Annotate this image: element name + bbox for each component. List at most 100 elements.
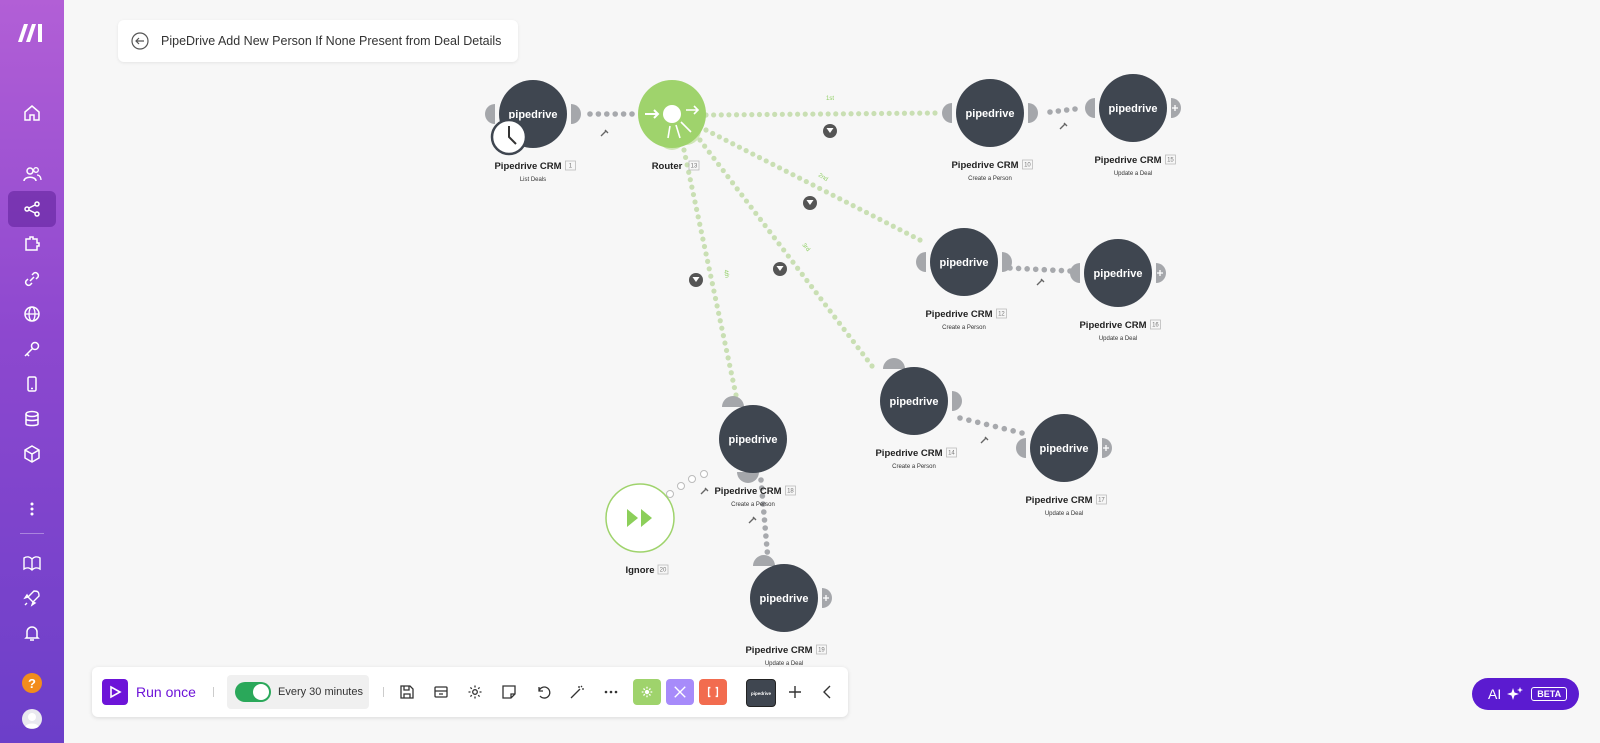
connection-dot [731, 384, 738, 391]
connection-dot [830, 192, 836, 198]
avatar[interactable] [22, 709, 42, 729]
blueprint-button[interactable] [431, 682, 451, 702]
wrench-icon[interactable] [748, 516, 757, 524]
connection-dot [771, 235, 777, 241]
sidebar-item-webhooks[interactable] [8, 296, 56, 332]
home-icon [24, 105, 40, 121]
connection-dot [823, 189, 829, 195]
connection-dot [750, 151, 756, 157]
add-module-button[interactable] [785, 682, 805, 702]
connection-dot [932, 110, 938, 116]
collapse-toolbar-button[interactable] [818, 682, 838, 702]
sidebar-item-team[interactable] [8, 156, 56, 192]
auto-align-button[interactable] [567, 682, 587, 702]
connection-dot [695, 214, 701, 220]
more-options-button[interactable] [601, 682, 621, 702]
schedule-setting[interactable]: Every 30 minutes [227, 675, 369, 709]
connection-dot [904, 230, 910, 236]
sidebar-item-scenarios[interactable] [8, 191, 56, 227]
filter-icon[interactable] [773, 262, 787, 276]
run-once-button[interactable]: Run once [102, 679, 196, 705]
connection-dot [701, 243, 708, 250]
wrench-icon[interactable] [980, 436, 989, 444]
connection-dot [743, 198, 750, 204]
connection-dot [863, 209, 870, 216]
sidebar-item-data-stores[interactable] [8, 401, 56, 437]
sidebar-item-rocket[interactable] [8, 580, 56, 616]
connection-dot [917, 110, 923, 116]
save-icon [400, 685, 414, 699]
connection-dot [817, 111, 824, 117]
connection-dot [783, 168, 789, 174]
pipedrive-icon [930, 228, 998, 296]
module-action: Update a Deal [1045, 511, 1083, 517]
tools-button[interactable] [633, 679, 661, 705]
text-parser-icon [707, 686, 719, 698]
tools-icon [641, 686, 653, 698]
connection-dot [1047, 109, 1053, 115]
pipedrive-app-button[interactable]: pipedrive [746, 679, 776, 707]
module-name: Pipedrive CRM [714, 486, 781, 497]
scenario-title[interactable]: PipeDrive Add New Person If None Present… [161, 34, 502, 48]
filter-icon[interactable] [689, 273, 703, 287]
connection-dot [974, 419, 981, 426]
scenario-settings-button[interactable] [465, 682, 485, 702]
wrench-icon[interactable] [1036, 278, 1045, 286]
pipedrive-brand: pipedrive [760, 593, 809, 605]
make-logo-icon[interactable] [16, 22, 48, 44]
sidebar-item-resource-hub[interactable] [8, 545, 56, 581]
sidebar-item-connections[interactable] [8, 261, 56, 297]
connection-dot [687, 177, 693, 183]
connection-dot [700, 470, 708, 478]
schedule-label: Every 30 minutes [278, 686, 363, 698]
sidebar-item-devices[interactable] [8, 366, 56, 402]
connection-dot [692, 199, 698, 205]
pipedrive-brand: pipedrive [729, 434, 778, 446]
filter-icon[interactable] [823, 124, 837, 138]
sidebar-item-more[interactable] [8, 491, 56, 527]
connection-dot [682, 154, 689, 161]
sidebar-item-notifications[interactable] [8, 615, 56, 651]
connection-dot [677, 482, 685, 490]
sidebar-item-home[interactable] [8, 95, 56, 131]
ai-assistant-button[interactable]: AI BETA [1472, 678, 1579, 710]
sidebar-item-templates[interactable] [8, 226, 56, 262]
connection-dot [736, 144, 743, 150]
connection-dot [764, 111, 770, 118]
connection-dot [763, 541, 770, 547]
wrench-icon[interactable] [700, 487, 709, 495]
scheduling-toggle[interactable] [235, 682, 271, 702]
back-arrow-icon[interactable] [131, 32, 149, 50]
undo-button[interactable] [533, 682, 553, 702]
sidebar-item-keys[interactable] [8, 331, 56, 367]
save-button[interactable] [397, 682, 417, 702]
pipedrive-icon [719, 405, 787, 473]
help-button[interactable]: ? [22, 673, 42, 693]
filter-icon[interactable] [803, 196, 817, 210]
connection-dot [727, 362, 733, 368]
connection-dot [629, 111, 635, 117]
wrench-icon[interactable] [600, 129, 609, 137]
sidebar-item-data-structures[interactable] [8, 436, 56, 472]
connection-dot [878, 110, 885, 117]
connection-dot [762, 525, 768, 531]
connection-dot [612, 111, 618, 117]
connection-dot [733, 112, 740, 118]
connection-dot [762, 222, 768, 229]
text-parser-button[interactable] [699, 679, 727, 705]
notes-button[interactable] [499, 682, 519, 702]
flow-control-button[interactable] [666, 679, 694, 705]
wrench-icon[interactable] [1059, 122, 1068, 130]
